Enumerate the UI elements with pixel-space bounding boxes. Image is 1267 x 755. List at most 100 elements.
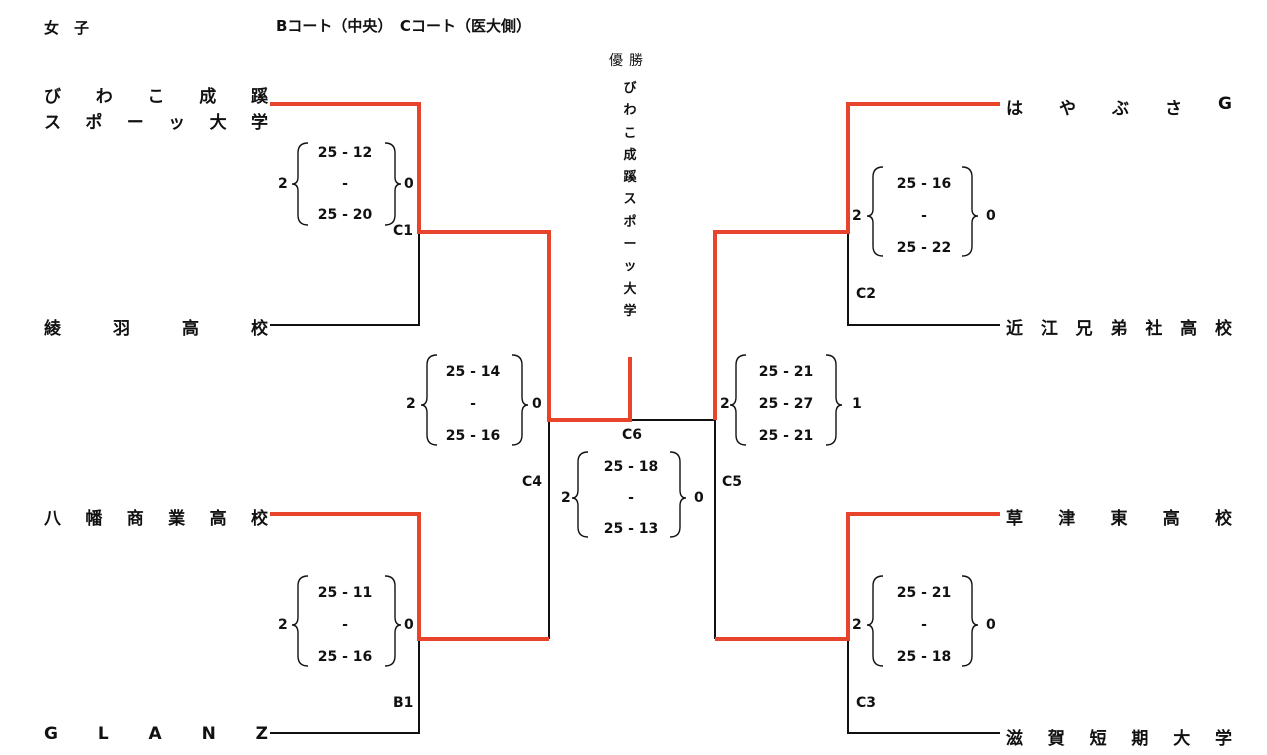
team-char: ー	[126, 113, 144, 133]
match-label-c4: C4	[522, 474, 543, 490]
team-char: ポ	[85, 113, 103, 133]
score-braces	[291, 142, 979, 667]
team-char: G	[1218, 94, 1232, 114]
line-shiga	[847, 639, 1000, 734]
winner-line-kusatsu	[715, 512, 1000, 641]
c4-set-2: -	[470, 396, 476, 412]
champion-char: ー	[623, 237, 637, 253]
brace-b1-right	[384, 575, 402, 667]
team-glanz: G L A N Z	[44, 724, 268, 744]
courts-label: Bコート（中央） Cコート（医大側）	[276, 17, 531, 35]
champion-char: ッ	[623, 259, 637, 275]
c6-loser-sets: 0	[694, 490, 704, 506]
team-char: 津	[1058, 509, 1076, 529]
brace-b1-left	[291, 575, 309, 667]
brace-c2-left	[866, 166, 884, 257]
team-char: 綾	[44, 319, 61, 339]
team-char: 羽	[113, 319, 130, 339]
team-char: 大	[1173, 729, 1191, 749]
c5-set-1: 25 - 21	[758, 364, 814, 380]
team-char: 弟	[1110, 319, 1128, 339]
champion-char: 成	[623, 147, 637, 163]
team-char: 近	[1006, 319, 1023, 339]
team-char: は	[1006, 99, 1023, 119]
champion-char: 蹊	[623, 170, 637, 186]
team-yawata: 八 幡 商 業 高 校	[44, 504, 268, 529]
team-oumi-kyodaisha: 近 江 兄 弟 社 高 校	[1006, 314, 1232, 339]
team-biwako-line2: ス ポ ー ッ 大 学	[44, 108, 268, 133]
team-char: 期	[1131, 729, 1149, 749]
brace-c4-left	[420, 354, 438, 446]
champion-char: 大	[623, 281, 637, 297]
c2-loser-sets: 0	[986, 208, 996, 224]
team-char: 江	[1040, 319, 1058, 339]
match-label-c5: C5	[722, 474, 743, 490]
team-char: 短	[1089, 729, 1107, 749]
team-char: 校	[251, 319, 268, 339]
c5-set-3: 25 - 21	[758, 428, 814, 444]
c1-set-2: -	[342, 176, 348, 192]
winner-line-hayabusa	[713, 102, 1000, 420]
b1-set-2: -	[342, 617, 348, 633]
category-label: 女 子	[44, 19, 90, 37]
team-char: 商	[126, 509, 144, 529]
c3-set-1: 25 - 21	[896, 585, 952, 601]
c3-loser-sets: 0	[986, 617, 996, 633]
team-char: 八	[44, 509, 61, 529]
team-char: こ	[147, 87, 165, 107]
champion-char: ポ	[623, 214, 637, 230]
c6-winner-sets: 2	[561, 490, 571, 506]
team-char: 東	[1110, 509, 1128, 529]
brace-c6-right	[669, 451, 687, 538]
c6-set-1: 25 - 18	[603, 459, 659, 475]
c2-winner-sets: 2	[852, 208, 862, 224]
team-char: や	[1059, 99, 1076, 119]
team-char: 業	[168, 509, 186, 529]
team-char: 学	[250, 113, 268, 133]
team-char: 成	[199, 87, 217, 107]
team-char: 大	[209, 113, 227, 133]
team-char: 学	[1214, 729, 1232, 749]
c5-set-2: 25 - 27	[758, 396, 814, 412]
c4-set-1: 25 - 14	[445, 364, 501, 380]
c1-set-3: 25 - 20	[317, 207, 373, 223]
bracket-lines-black	[270, 232, 1000, 734]
line-ayaha	[270, 232, 420, 326]
champion-name: び わ こ 成 蹊 ス ポ ー ッ 大 学	[618, 78, 642, 323]
match-label-c3: C3	[856, 695, 877, 711]
team-char: A	[148, 724, 162, 744]
team-char: ス	[44, 113, 61, 133]
team-char: さ	[1165, 99, 1182, 119]
brace-c1-left	[291, 142, 309, 226]
c1-set-1: 25 - 12	[317, 145, 373, 161]
c4-winner-sets: 2	[406, 396, 416, 412]
team-char: 社	[1145, 319, 1163, 339]
line-oumi	[847, 232, 1000, 326]
c2-set-3: 25 - 22	[896, 240, 952, 256]
winner-line-biwako	[270, 102, 632, 422]
b1-loser-sets: 0	[404, 617, 414, 633]
champion-title: 優勝	[609, 53, 649, 69]
team-char: Z	[255, 724, 268, 744]
team-char: わ	[95, 87, 113, 107]
brace-c5-right	[825, 354, 843, 446]
brace-c1-right	[384, 142, 402, 226]
brace-c3-left	[866, 575, 884, 667]
team-char: 高	[182, 319, 199, 339]
champion-char: ス	[623, 192, 637, 208]
team-char: L	[97, 724, 109, 744]
winner-line-yawata	[270, 512, 549, 641]
c5-loser-sets: 1	[852, 396, 862, 412]
team-biwako-line1: び わ こ 成 蹊	[44, 82, 268, 107]
team-char: 蹊	[251, 87, 268, 107]
c3-winner-sets: 2	[852, 617, 862, 633]
brace-c4-right	[511, 354, 529, 446]
c6-set-2: -	[628, 490, 634, 506]
team-char: 兄	[1075, 319, 1093, 339]
b1-set-3: 25 - 16	[317, 649, 373, 665]
team-char: 高	[209, 509, 227, 529]
c4-loser-sets: 0	[532, 396, 542, 412]
team-char: 校	[250, 509, 268, 529]
c3-set-2: -	[921, 617, 927, 633]
